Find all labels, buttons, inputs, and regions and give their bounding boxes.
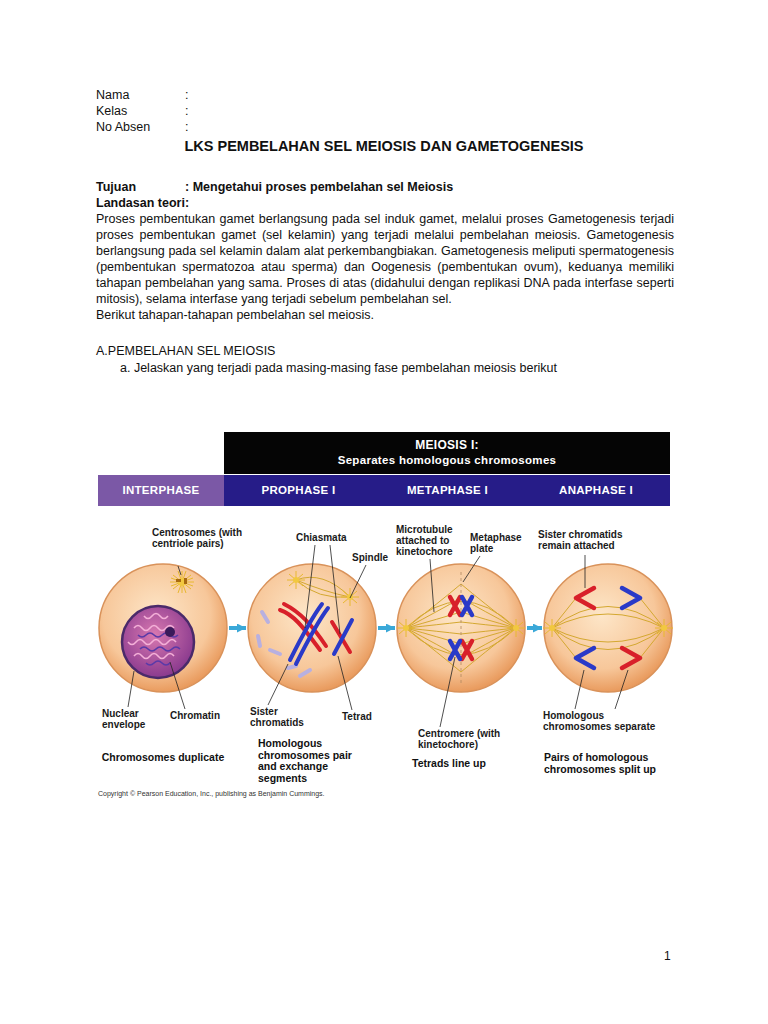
phase-band: ANAPHASE I [522, 475, 670, 506]
chromatin [138, 633, 180, 665]
phase-name: METAPHASE I [407, 483, 488, 498]
field-colon: : [185, 87, 188, 103]
field-label: No Absen [96, 119, 150, 135]
phase-band: PROPHASE I [224, 475, 373, 506]
centrosome [549, 625, 555, 631]
callout-label: Microtubule attached to kinetochore [396, 524, 468, 557]
nuclear-fragment [258, 612, 310, 676]
metaphase-plate [461, 572, 462, 684]
field-label: Kelas [96, 103, 127, 119]
section-heading: A.PEMBELAHAN SEL MEIOSIS [96, 343, 674, 359]
phase-name: PROPHASE I [262, 483, 336, 498]
chromosome-red [450, 597, 472, 659]
stage-header-band: MEIOSIS I:Separates homologous chromosom… [224, 432, 670, 474]
callout-label: Centromere (with kinetochore) [418, 728, 528, 750]
callout-label: Sister chromatids remain attached [538, 529, 648, 551]
callout-label: Chromatin [170, 710, 234, 721]
chromosome-blue [576, 588, 640, 668]
spindle-fiber [552, 598, 664, 658]
centrosome [403, 625, 409, 631]
phase-name: INTERPHASE [122, 483, 199, 498]
callout-label: Homologous chromosomes separate [543, 710, 671, 732]
leader-line [575, 555, 628, 709]
callout-label: Metaphase plate [470, 532, 530, 554]
chromatid-blue [290, 604, 352, 664]
stage-arrow [378, 626, 395, 630]
chromosome-red [576, 588, 640, 668]
section-heading: Landasan teori: [96, 195, 674, 211]
centriole [176, 579, 181, 582]
centrosome-aster [170, 571, 194, 593]
phase-band: INTERPHASE [98, 475, 224, 506]
leader-line [128, 566, 185, 709]
aster [397, 619, 525, 637]
cell-shape [543, 563, 673, 693]
field-label: Nama [96, 87, 129, 103]
task-instruction: a. Jelaskan yang terjadi pada masing-mas… [120, 360, 573, 376]
phase-band: METAPHASE I [373, 475, 522, 506]
centrosome [513, 625, 519, 631]
cell-outline [544, 564, 672, 692]
cell-caption: Homologous chromosomes pair and exchange… [258, 738, 370, 784]
leader-line [430, 556, 480, 727]
centrosome [293, 577, 299, 583]
centrosome [661, 625, 667, 631]
objective-text: : Mengetahui proses pembelahan sel Meios… [185, 179, 665, 195]
callout-label: Tetrad [342, 711, 392, 722]
callout-label: Spindle [352, 552, 396, 563]
callout-label: Chiasmata [296, 532, 366, 543]
stage-arrow [229, 626, 246, 630]
copyright-note: Copyright © Pearson Education, Inc., pub… [98, 789, 325, 798]
aster [543, 619, 673, 637]
cell-circle: Pairs of homologous chromosomes split up [543, 563, 673, 693]
centriole [184, 578, 187, 584]
header-text: Separates homologous chromosomes [338, 453, 557, 468]
phase-name: ANAPHASE I [559, 483, 633, 498]
page-title: LKS PEMBELAHAN SEL MEIOSIS DAN GAMETOGEN… [184, 137, 583, 155]
chromosome-blue [450, 597, 472, 659]
cell-caption: Chromosomes duplicate [93, 752, 233, 764]
callout-label: Sister chromatids [250, 706, 314, 728]
aster [287, 571, 359, 606]
cell-outline [397, 564, 525, 692]
nucleus [122, 606, 194, 678]
centrosome [347, 594, 353, 600]
stage-arrow [527, 626, 542, 630]
nucleolus [165, 627, 175, 637]
header-text: MEIOSIS I: [415, 438, 479, 453]
theory-paragraph: Proses pembentukan gamet berlangsung pad… [96, 211, 674, 307]
callout-label: Nuclear envelope [102, 708, 158, 730]
page-number: 1 [664, 948, 671, 964]
cell-caption: Tetrads line up [412, 758, 522, 770]
field-colon: : [185, 103, 188, 119]
cell-caption: Pairs of homologous chromosomes split up [544, 752, 668, 775]
leader-line [268, 545, 366, 710]
objective-label: Tujuan [96, 179, 136, 195]
body-text: Berikut tahapan-tahapan pembelahan sel m… [96, 307, 674, 323]
callout-label: Centrosomes (with centriole pairs) [152, 527, 242, 549]
field-colon: : [185, 119, 188, 135]
cell-outline [99, 564, 227, 692]
